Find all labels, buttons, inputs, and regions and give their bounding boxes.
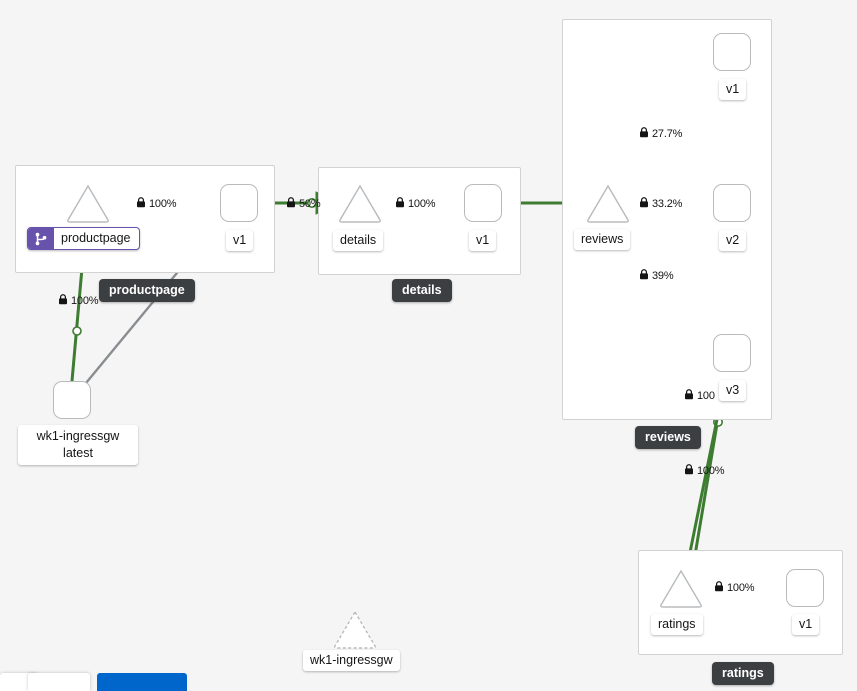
lock-icon: [639, 127, 649, 141]
lock-icon: [395, 197, 405, 211]
node-productpage-service[interactable]: [66, 184, 110, 223]
edge-label-text: 100%: [71, 294, 99, 307]
edge-label-reviews-to-v3: 39%: [639, 269, 674, 283]
tooltip-reviews: reviews: [635, 426, 701, 449]
edge-label-details-to-v1: 100%: [395, 197, 436, 211]
edge-label-text: 100: [697, 389, 715, 402]
lock-icon: [639, 269, 649, 283]
lock-icon: [714, 581, 724, 595]
edge-label-productpage-v1-to-details: 50%: [286, 197, 321, 211]
node-productpage-v1[interactable]: [220, 184, 258, 222]
edge-ingress-to-productpage-dot: [72, 326, 82, 336]
edge-label-text: 100%: [408, 197, 436, 210]
node-ratings-v1-label: v1: [792, 614, 820, 635]
node-reviews-v2-label: v2: [719, 230, 747, 251]
tooltip-productpage: productpage: [99, 279, 195, 302]
edge-label-text: 27.7%: [652, 127, 683, 140]
node-reviews-v1[interactable]: [713, 33, 751, 71]
edge-label-reviews-v2-to-ratings: 100%: [684, 464, 725, 478]
node-ingressgw-workload-label-line2: latest: [63, 446, 93, 460]
edge-label-reviews-to-v1: 27.7%: [639, 127, 682, 141]
node-productpage-v1-label: v1: [226, 230, 254, 251]
node-productpage-label-badge[interactable]: productpage: [27, 227, 140, 250]
node-ingressgw-service[interactable]: [333, 610, 377, 655]
node-reviews-service[interactable]: [586, 184, 630, 229]
node-reviews-service-label: reviews: [574, 229, 631, 250]
node-details-v1[interactable]: [464, 184, 502, 222]
node-ratings-service-label: ratings: [651, 614, 703, 635]
node-ingressgw-workload-label-line1: wk1-ingressgw: [36, 429, 120, 443]
edge-label-reviews-v3-to-ratings: 100: [684, 389, 715, 403]
node-ratings-service[interactable]: [659, 569, 703, 614]
lock-icon: [684, 464, 694, 478]
toolbar-zoom-controls[interactable]: [28, 673, 90, 691]
tooltip-details: details: [392, 279, 452, 302]
edge-label-text: 33.2%: [652, 197, 683, 210]
edge-label-text: 39%: [652, 269, 674, 282]
node-reviews-v1-label: v1: [719, 79, 747, 100]
node-ingressgw-workload[interactable]: [53, 381, 91, 419]
edge-label-text: 100%: [697, 464, 725, 477]
edge-label-text: 100%: [149, 197, 177, 210]
node-reviews-v3[interactable]: [713, 334, 751, 372]
node-reviews-v2[interactable]: [713, 184, 751, 222]
edge-label-ingress-to-productpage: 100%: [58, 294, 99, 308]
edge-label-text: 50%: [299, 197, 321, 210]
node-ingressgw-workload-label: wk1-ingressgw latest: [18, 425, 138, 465]
node-reviews-v3-label: v3: [719, 380, 747, 401]
edge-label-ratings-to-v1: 100%: [714, 581, 755, 595]
node-ingressgw-service-label: wk1-ingressgw: [303, 650, 400, 671]
lock-icon: [684, 389, 694, 403]
lock-icon: [58, 294, 68, 308]
node-details-service[interactable]: [338, 184, 382, 229]
node-details-v1-label: v1: [469, 230, 497, 251]
tooltip-ratings: ratings: [712, 662, 774, 685]
lock-icon: [286, 197, 296, 211]
edge-dot-a: [306, 198, 317, 209]
toolbar-primary-button[interactable]: [97, 673, 187, 691]
edge-label-productpage-to-v1: 100%: [136, 197, 177, 211]
node-details-service-label: details: [333, 230, 384, 251]
edge-label-reviews-to-v2: 33.2%: [639, 197, 682, 211]
lock-icon: [639, 197, 649, 211]
node-ratings-v1[interactable]: [786, 569, 824, 607]
node-productpage-label: productpage: [61, 231, 131, 245]
edge-label-text: 100%: [727, 581, 755, 594]
lock-icon: [136, 197, 146, 211]
virtual-service-icon: [28, 228, 54, 249]
